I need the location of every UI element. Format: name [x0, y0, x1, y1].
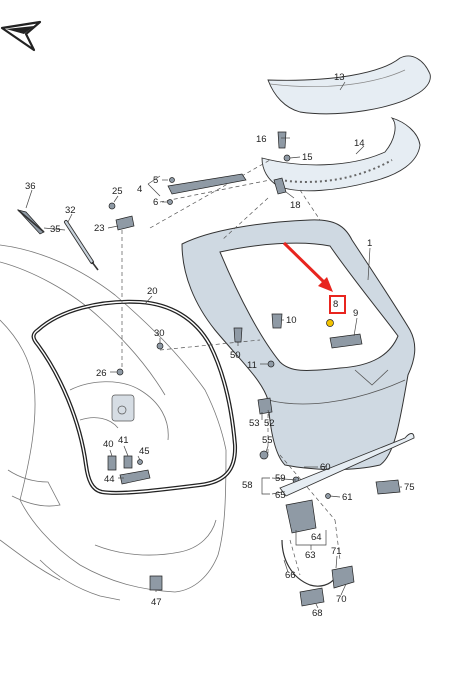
callout-70: 70 — [336, 594, 347, 605]
lock-64 — [285, 499, 317, 534]
callout-6: 6 — [153, 197, 158, 208]
callout-63: 63 — [305, 550, 316, 561]
callout-4: 4 — [137, 184, 142, 195]
callout-66: 66 — [285, 570, 296, 581]
leader-lines — [25, 81, 402, 609]
callout-45: 45 — [139, 446, 150, 457]
callout-9: 9 — [353, 308, 358, 319]
callout-60: 60 — [320, 462, 331, 473]
callout-55: 55 — [262, 435, 273, 446]
callout-23: 23 — [94, 223, 105, 234]
callout-47: 47 — [151, 597, 162, 608]
callout-30: 30 — [154, 328, 165, 339]
callout-68: 68 — [312, 608, 323, 619]
bracket-36 — [16, 209, 45, 235]
callout-16: 16 — [256, 134, 267, 145]
connector-68 — [299, 587, 325, 607]
red-arrow-icon — [282, 241, 333, 292]
callout-61: 61 — [342, 492, 353, 503]
vehicle-body-outline — [0, 244, 227, 601]
part-callouts: 13 14 16 15 18 1 8 9 10 11 36 32 35 25 2… — [25, 72, 415, 619]
callout-53: 53 — [249, 418, 260, 429]
callout-40: 40 — [103, 439, 114, 450]
callout-71: 71 — [331, 546, 342, 557]
callout-14: 14 — [354, 138, 365, 149]
callout-59: 59 — [275, 473, 286, 484]
callout-64: 64 — [311, 532, 322, 543]
callout-26: 26 — [96, 368, 107, 379]
callout-50: 50 — [230, 350, 241, 361]
callout-20: 20 — [147, 286, 158, 297]
callout-52: 52 — [264, 418, 275, 429]
lock-assembly-70 — [331, 565, 355, 589]
callout-58: 58 — [242, 480, 253, 491]
callout-10: 10 — [286, 315, 297, 326]
callout-8: 8 — [333, 299, 338, 310]
highlight-box-8 — [329, 295, 346, 314]
small-fasteners — [107, 131, 363, 591]
callout-44: 44 — [104, 474, 115, 485]
cable-66 — [281, 539, 336, 587]
pointer-arrow-logo-icon — [0, 20, 42, 52]
callout-18: 18 — [290, 200, 301, 211]
callout-75: 75 — [404, 482, 415, 493]
callout-11: 11 — [247, 360, 257, 371]
trim-strip-58 — [279, 433, 415, 497]
callout-13: 13 — [334, 72, 345, 83]
callout-15: 15 — [302, 152, 313, 163]
hinge-4 — [167, 173, 247, 195]
gas-strut-32 — [64, 220, 99, 271]
callout-35: 35 — [50, 224, 61, 235]
assembly-dashed-lines — [121, 159, 341, 576]
callout-1: 1 — [367, 238, 372, 249]
callout-25: 25 — [112, 186, 123, 197]
handle-75 — [375, 479, 401, 495]
callout-36: 36 — [25, 181, 36, 192]
callout-5: 5 — [153, 175, 158, 186]
callout-65: 65 — [275, 490, 286, 501]
callout-41: 41 — [118, 435, 129, 446]
callout-32: 32 — [65, 205, 76, 216]
